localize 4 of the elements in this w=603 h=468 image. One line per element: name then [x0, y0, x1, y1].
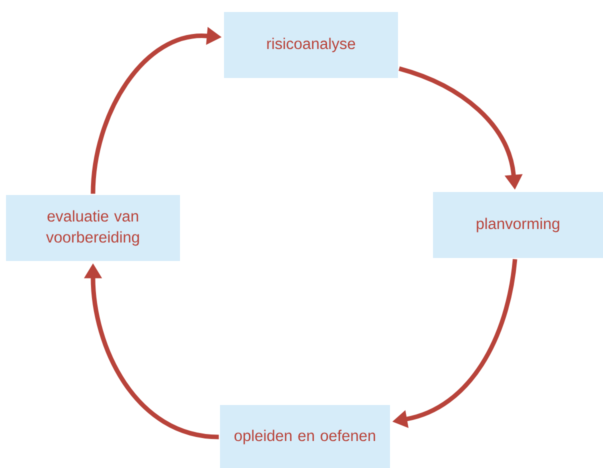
process-box: evaluatie van voorbereiding — [6, 195, 180, 261]
process-box: planvorming — [433, 192, 603, 258]
process-box: opleiden en oefenen — [220, 404, 390, 468]
process-box: risicoanalyse — [224, 12, 398, 78]
